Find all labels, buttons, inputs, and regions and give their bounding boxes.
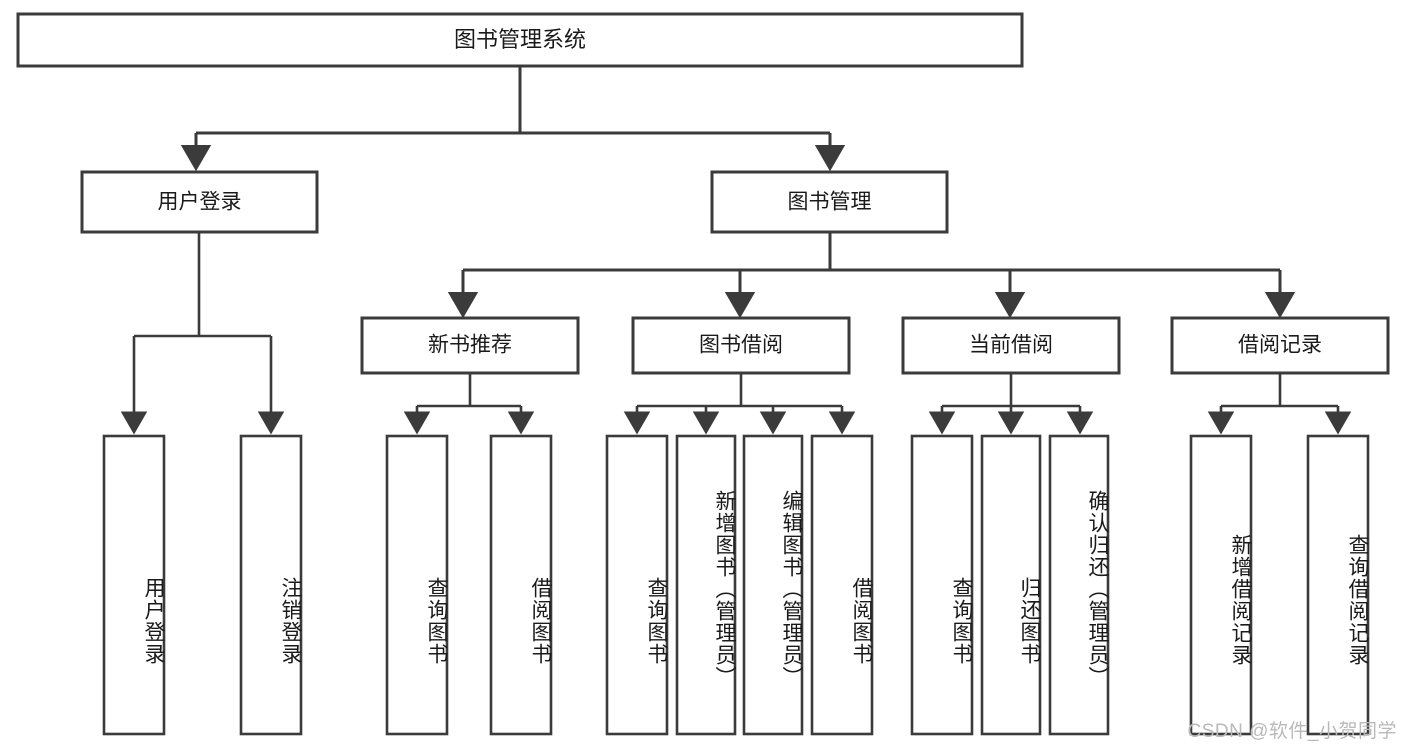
connector-newbook-to-leaves <box>403 373 535 435</box>
node-leaf-edit-book[interactable] <box>742 434 804 736</box>
node-root-label: 图书管理系统 <box>454 27 586 52</box>
connector-bookmgmt-to-level3 <box>447 232 1296 319</box>
connector-root-to-level2 <box>180 66 846 172</box>
connector-userlogin-to-leaves <box>120 232 285 435</box>
node-book-management[interactable]: 图书管理 <box>710 170 949 234</box>
node-leaf-user-login[interactable] <box>102 434 166 736</box>
node-user-login[interactable]: 用户登录 <box>80 170 319 234</box>
node-new-book-recommend[interactable]: 新书推荐 <box>360 316 580 375</box>
node-leaf-user-logout[interactable] <box>239 434 303 736</box>
node-leaf-add-book[interactable] <box>675 434 737 736</box>
node-leaf-borrow-book-1[interactable] <box>489 434 553 736</box>
node-leaf-query-record[interactable] <box>1306 434 1370 736</box>
node-leaf-borrow-book-2[interactable] <box>810 434 874 736</box>
node-leaf-query-book-2[interactable] <box>605 434 669 736</box>
node-book-management-label: 图书管理 <box>788 191 872 214</box>
node-leaf-return-book[interactable] <box>980 434 1042 736</box>
node-leaf-add-record[interactable] <box>1189 434 1253 736</box>
connector-borrowrecord-to-leaves <box>1207 373 1352 435</box>
connector-currentborrow-to-leaves <box>928 373 1094 435</box>
node-root[interactable]: 图书管理系统 <box>16 12 1024 68</box>
node-leaf-query-book-1[interactable] <box>385 434 449 736</box>
node-book-borrow[interactable]: 图书借阅 <box>631 316 851 375</box>
node-borrow-record-label: 借阅记录 <box>1238 334 1322 357</box>
csdn-watermark: CSDN @软件_小贺同学 <box>1187 721 1397 742</box>
node-leaf-query-book-3[interactable] <box>910 434 974 736</box>
node-borrow-record[interactable]: 借阅记录 <box>1170 316 1390 375</box>
node-user-login-label: 用户登录 <box>158 191 242 214</box>
node-current-borrow[interactable]: 当前借阅 <box>901 316 1121 375</box>
node-new-book-recommend-label: 新书推荐 <box>428 334 512 357</box>
node-leaf-confirm-return[interactable] <box>1048 434 1110 736</box>
node-current-borrow-label: 当前借阅 <box>969 334 1053 357</box>
connector-bookborrow-to-leaves <box>623 373 856 435</box>
node-book-borrow-label: 图书借阅 <box>699 334 783 357</box>
